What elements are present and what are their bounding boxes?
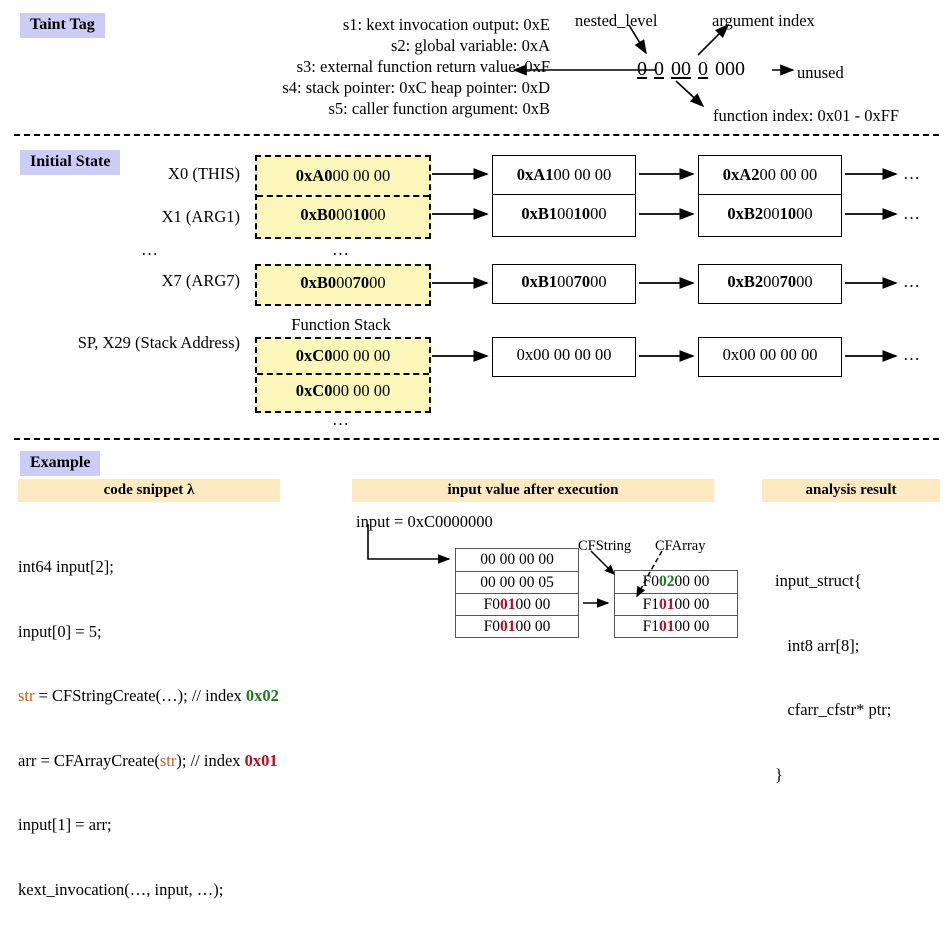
taint-source-list: s1: kext invocation output: 0xE s2: glob… — [180, 14, 550, 119]
initial-state-arrows — [432, 168, 898, 362]
memory-row-left-1: 00 00 00 05 — [456, 571, 578, 593]
tag-digit-nested-level: 0 — [637, 58, 647, 80]
memory-row-right-1: F1 01 00 00 — [615, 593, 737, 615]
taint-tag-arrows — [512, 23, 795, 108]
analysis-line-1: input_struct{ — [775, 571, 862, 590]
memory-row-left-2: F0 01 00 00 — [456, 593, 578, 615]
annotation-cfarray: CFArray — [655, 538, 706, 554]
input-memory-table-left: 00 00 00 00 00 00 00 05 F0 01 00 00 F0 0… — [455, 548, 579, 638]
analysis-line-2: int8 arr[8]; — [775, 635, 860, 655]
input-memory-table-right: F0 02 00 00 F1 01 00 00 F1 01 00 00 — [614, 570, 738, 638]
memory-row-right-2: F1 01 00 00 — [615, 615, 737, 637]
trailing-ellipsis-x7: … — [903, 272, 921, 291]
step1-cell-group-x0-x1: 0xA1 00 00 00 0xB1 00 10 00 — [492, 155, 636, 237]
step2-cell-group-x7: 0xB2 00 70 00 — [698, 264, 842, 304]
section-badge-example: Example — [20, 451, 101, 476]
divider-initial-example — [14, 438, 939, 440]
section-badge-initial-state: Initial State — [20, 150, 121, 175]
initial-cell-group-stack: 0xC0 00 00 00 0xC0 00 00 00 — [255, 337, 431, 413]
diagram-root: Taint Tag s1: kext invocation output: 0x… — [14, 11, 940, 899]
initial-cell-stack-0: 0xC0 00 00 00 — [295, 346, 391, 365]
column-header-input-value: input value after execution — [352, 479, 714, 502]
memory-row-left-3: F0 01 00 00 — [456, 615, 578, 637]
initial-cell-group-x0-x1: 0xA0 00 00 00 0xB0 00 10 00 — [255, 155, 431, 239]
code-snippet-block: int64 input[2]; input[0] = 5; str = CFSt… — [18, 513, 279, 943]
nested-level-label: nested_level — [575, 11, 658, 30]
register-label-x0: X0 (THIS) — [168, 164, 240, 183]
register-label-x1: X1 (ARG1) — [161, 207, 240, 226]
tag-digit-unused: 000 — [715, 58, 745, 80]
trailing-ellipsis-x0: … — [903, 164, 921, 183]
analysis-line-4: } — [775, 764, 783, 784]
trailing-ellipsis-x1: … — [903, 204, 921, 223]
code-line-2: input[0] = 5; — [18, 621, 102, 641]
step2-cell-x7: 0xB2 00 70 00 — [727, 272, 813, 291]
memory-row-left-0: 00 00 00 00 — [480, 551, 554, 568]
unused-label: unused — [797, 63, 844, 82]
register-label-sp: SP, X29 (Stack Address) — [77, 333, 240, 352]
taint-source-s3: s3: external function return value: 0xF — [296, 57, 550, 76]
initial-cell-x1: 0xB0 00 10 00 — [257, 195, 429, 233]
register-label-x7: X7 (ARG7) — [161, 271, 240, 290]
code-line-6: kext_invocation(…, input, …); — [18, 879, 224, 899]
column-header-analysis-result: analysis result — [762, 479, 940, 502]
initial-cell-ellipsis: … — [332, 240, 350, 259]
initial-cell-stack-1: 0xC0 00 00 00 — [257, 373, 429, 407]
annotation-cfstring: CFString — [578, 538, 632, 554]
stack-ellipsis: … — [332, 410, 350, 429]
step2-cell-stack: 0x00 00 00 00 — [722, 345, 818, 364]
code-line-3: str = CFStringCreate(…); // index 0x02 — [18, 686, 279, 705]
example-arrows — [367, 524, 663, 608]
step2-cell-group-stack: 0x00 00 00 00 — [698, 337, 842, 377]
tag-digit-source: 0 — [654, 58, 664, 80]
analysis-line-3: cfarr_cfstr* ptr; — [775, 700, 892, 719]
column-header-code-snippet: code snippet λ — [18, 479, 280, 502]
step2-cell-group-x0-x1: 0xA2 00 00 00 0xB2 00 10 00 — [698, 155, 842, 237]
taint-source-s1: s1: kext invocation output: 0xE — [342, 15, 550, 34]
initial-cell-group-x7: 0xB0 00 70 00 — [255, 264, 431, 306]
divider-taint-initial — [14, 134, 939, 136]
step1-cell-x0: 0xA1 00 00 00 — [516, 165, 612, 184]
step2-cell-x0: 0xA2 00 00 00 — [722, 165, 818, 184]
step2-cell-x1: 0xB2 00 10 00 — [699, 194, 841, 232]
step1-cell-stack: 0x00 00 00 00 — [516, 345, 612, 364]
taint-source-s2: s2: global variable: 0xA — [390, 36, 550, 55]
argument-index-label: argument index — [712, 11, 815, 30]
tag-digit-function-index: 00 — [671, 58, 691, 80]
code-line-4: arr = CFArrayCreate(str); // index 0x01 — [18, 750, 278, 770]
step1-cell-group-x7: 0xB1 00 70 00 — [492, 264, 636, 304]
initial-cell-x7: 0xB0 00 70 00 — [300, 273, 386, 292]
step1-cell-group-stack: 0x00 00 00 00 — [492, 337, 636, 377]
function-stack-label: Function Stack — [291, 315, 391, 334]
taint-source-s5: s5: caller function argument: 0xB — [328, 99, 550, 118]
step1-cell-x1: 0xB1 00 10 00 — [493, 194, 635, 232]
taint-source-s4: s4: stack pointer: 0xC heap pointer: 0xD — [282, 78, 550, 97]
section-badge-taint-tag: Taint Tag — [20, 13, 105, 38]
analysis-result-block: input_struct{ int8 arr[8]; cfarr_cfstr* … — [775, 527, 891, 828]
memory-row-right-0: F0 02 00 00 — [642, 573, 710, 590]
step1-cell-x7: 0xB1 00 70 00 — [521, 272, 607, 291]
code-line-1: int64 input[2]; — [18, 557, 114, 576]
function-index-label: function index: 0x01 - 0xFF — [713, 106, 900, 125]
initial-cell-x0: 0xA0 00 00 00 — [295, 166, 391, 185]
trailing-ellipsis-stack: … — [903, 345, 921, 364]
code-line-5: input[1] = arr; — [18, 815, 112, 834]
tag-digit-argument-index: 0 — [698, 58, 708, 80]
register-ellipsis-label: … — [141, 240, 159, 259]
input-assignment: input = 0xC0000000 — [356, 512, 493, 531]
